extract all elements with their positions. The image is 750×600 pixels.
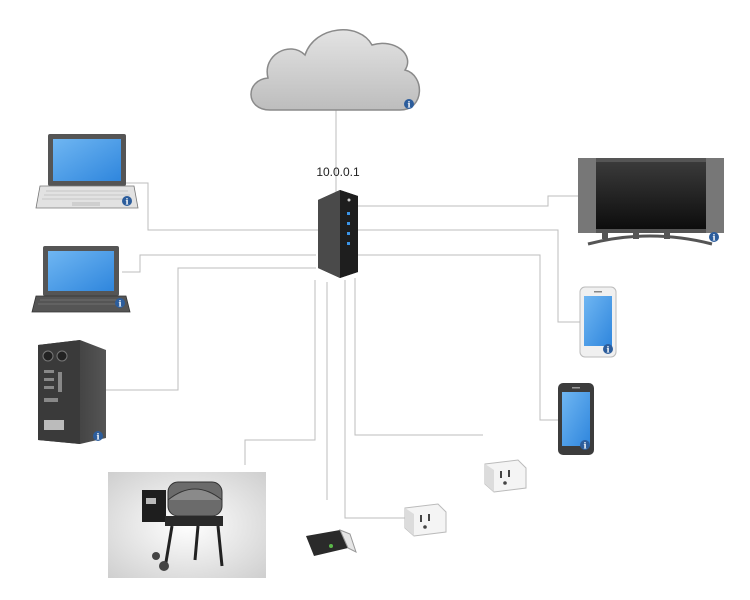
laptop-icon[interactable] — [31, 246, 131, 313]
smart-hub-icon[interactable] — [306, 529, 357, 556]
link-plug-2 — [354, 278, 483, 436]
phone-icon[interactable] — [558, 383, 594, 455]
info-badges: i i i i i i i — [93, 99, 719, 451]
phone-icon[interactable] — [579, 286, 617, 358]
info-icon[interactable]: i — [580, 440, 590, 451]
link-grill — [244, 280, 316, 465]
info-icon[interactable]: i — [93, 431, 103, 442]
tv-icon[interactable] — [578, 158, 724, 246]
svg-text:i: i — [118, 299, 121, 309]
info-icon[interactable]: i — [603, 344, 613, 355]
link-phone-2 — [355, 254, 560, 421]
router-icon[interactable] — [318, 190, 358, 278]
laptop-icon[interactable] — [35, 134, 139, 209]
link-desktop — [106, 267, 316, 391]
info-icon[interactable]: i — [709, 232, 719, 243]
svg-text:i: i — [583, 441, 586, 451]
link-laptop-1 — [125, 182, 318, 231]
smart-plug-icon[interactable] — [404, 503, 447, 537]
info-icon[interactable]: i — [404, 99, 414, 110]
connection-links — [106, 110, 580, 519]
svg-text:i: i — [407, 100, 410, 110]
smart-plug-icon[interactable] — [484, 459, 527, 493]
link-plug-1 — [344, 280, 405, 519]
svg-text:i: i — [125, 197, 128, 207]
cloud-icon[interactable] — [250, 29, 421, 111]
svg-text:i: i — [712, 233, 715, 243]
link-laptop-2 — [122, 254, 316, 273]
info-icon[interactable]: i — [122, 196, 132, 207]
link-tv — [358, 195, 578, 207]
link-phone-1 — [358, 229, 580, 323]
info-icon[interactable]: i — [115, 298, 125, 309]
svg-text:i: i — [606, 345, 609, 355]
router-ip-label: 10.0.0.1 — [316, 165, 360, 179]
desktop-tower-icon[interactable] — [38, 340, 106, 444]
grill-photo[interactable] — [108, 472, 266, 578]
svg-text:i: i — [96, 432, 99, 442]
